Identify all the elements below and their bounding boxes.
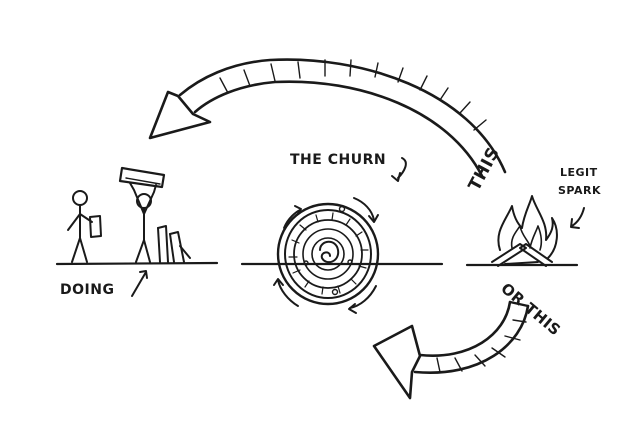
label-doing: DOING	[60, 282, 114, 298]
spark-pointer-arrow	[570, 207, 585, 229]
doing-pointer-arrow	[131, 270, 148, 297]
baseline-left	[55, 261, 219, 266]
churn-pointer-arrow	[391, 157, 407, 182]
top-return-arrow	[148, 58, 507, 178]
bottom-return-arrow	[372, 300, 530, 400]
label-spark: SPARK	[558, 184, 601, 197]
label-the-churn: THE CHURN	[290, 152, 386, 168]
churn-vortex-icon	[273, 197, 380, 314]
stick-figures-icon	[67, 166, 191, 263]
label-this: THIS	[465, 144, 504, 194]
campfire-icon	[491, 195, 558, 267]
label-legit: LEGIT	[560, 166, 598, 179]
